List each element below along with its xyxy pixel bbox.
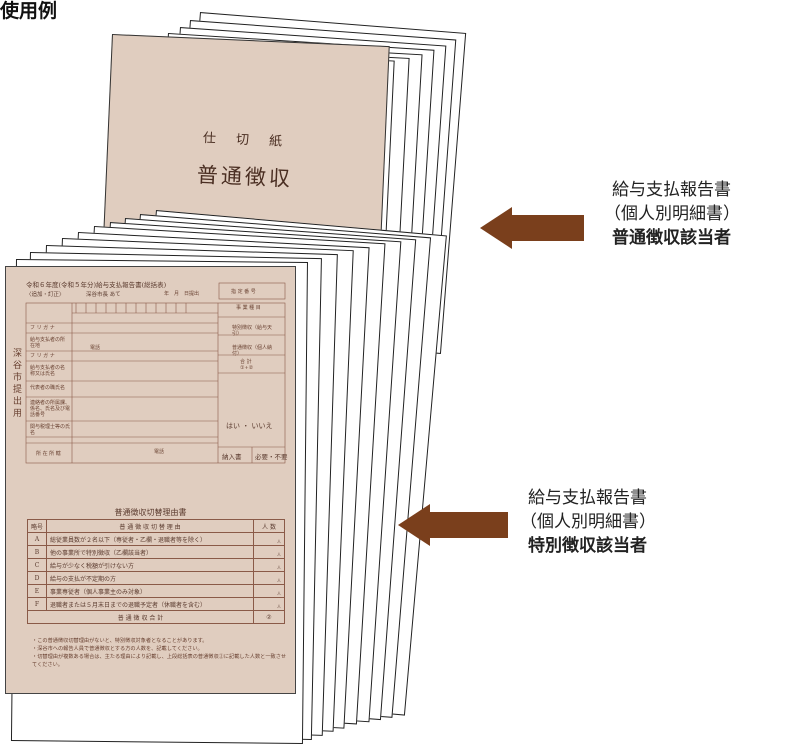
row-reason: 他の事業所で特別徴収（乙欄該当者） — [46, 545, 254, 559]
form-notes: ・この普通徴収切替理由がないと、特別徴収対象者となることがあります。 ・深谷市へ… — [32, 637, 287, 669]
summary-report-form: 令和６年度(令和５年分)給与支払報告書(総括表) 〈追加・訂正〉 深谷市長 あて… — [5, 266, 296, 694]
row-unit: 人 — [253, 545, 285, 559]
table-row: B 他の事業所で特別徴収（乙欄該当者） 人 — [27, 545, 285, 559]
row-code: E — [27, 584, 47, 598]
special-collection-callout: 給与支払報告書 （個人別明細書） 特別徴収該当者 — [520, 486, 656, 558]
row-unit: 人 — [253, 584, 285, 598]
row-unit: 人 — [253, 571, 285, 585]
row-reason: 給与が少なく税額が引けない方 — [46, 558, 254, 572]
header-code: 略号 — [27, 519, 47, 533]
reason-total-row: 普 通 徴 収 合 計 ② — [27, 610, 285, 624]
tax-payment-slip-label: 納入書 — [222, 453, 242, 461]
header-count: 人 数 — [253, 519, 285, 533]
form-title: 令和６年度(令和５年分)給与支払報告書(総括表) — [26, 281, 167, 289]
ordinary-collection-label: 普通徴収（個人納付） — [232, 345, 273, 357]
need-label: 必要・不要 — [255, 453, 288, 461]
callout-line-3: 特別徴収該当者 — [528, 536, 647, 556]
yes-no-answer: はい ・ いいえ — [226, 422, 273, 430]
phone-label-2: 電話 — [154, 449, 165, 455]
payer-address-label: 給与支払者の所在地 — [30, 337, 66, 349]
row-code: D — [27, 571, 47, 585]
table-row: D 給与の支払が不定期の方 人 — [27, 571, 285, 585]
row-unit: 人 — [253, 532, 285, 546]
reason-table: 略号 普 通 徴 収 切 替 理 由 人 数 A 総従業員数が２名以下（専従者・… — [27, 519, 285, 624]
row-unit: 人 — [253, 597, 285, 611]
callout-line-1: 給与支払報告書 — [612, 180, 731, 200]
note-line: ・この普通徴収切替理由がないと、特別徴収対象者となることがあります。 — [32, 638, 208, 644]
phone-label-1: 電話 — [90, 345, 101, 351]
row-unit: 人 — [253, 558, 285, 572]
contact-label: 連絡者の所属課、係名、氏名及び電話番号 — [30, 400, 71, 418]
table-row: A 総従業員数が２名以下（専従者・乙欄・退職者等を除く） 人 — [27, 532, 285, 546]
business-type-label: 事 業 種 目 — [236, 305, 261, 311]
callout-line-3: 普通徴収該当者 — [612, 228, 731, 248]
special-collection-label: 特別徴収（給与天引） — [232, 325, 273, 337]
ordinary-collection-callout: 給与支払報告書 （個人別明細書） 普通徴収該当者 — [604, 178, 740, 250]
header-reason: 普 通 徴 収 切 替 理 由 — [46, 519, 254, 533]
form-subtitle: 〈追加・訂正〉 — [26, 292, 65, 298]
row-reason: 給与の支払が不定期の方 — [46, 571, 254, 585]
form-grid-lines — [25, 282, 286, 464]
payer-name-label: 給与支払者の名称又は氏名 — [30, 365, 66, 377]
callout-line-2: （個人別明細書） — [604, 204, 740, 224]
divider-title: 普通徴収 — [196, 162, 294, 192]
note-line: ・切替理由が複数ある場合は、主たる理由により記載し、上段総括表の普通徴収②に記載… — [32, 654, 287, 668]
total-label: 合 計 — [240, 359, 252, 365]
row-reason: 総従業員数が２名以下（専従者・乙欄・退職者等を除く） — [46, 532, 254, 546]
divider-label: 仕 切 紙 — [202, 131, 291, 150]
representative-label: 代表者の職氏名 — [30, 385, 66, 391]
callout-line-2: （個人別明細書） — [520, 512, 656, 532]
accountant-label: 関与税理士等の氏名 — [30, 424, 71, 436]
reason-table-title: 普通徴収切替理由書 — [114, 508, 187, 517]
city-submission-label: 深谷市提出用 — [13, 349, 23, 419]
row-code: A — [27, 532, 47, 546]
furigana-label-2: フ リ ガ ナ — [30, 353, 55, 359]
total-formula: ①+② — [240, 365, 254, 371]
usage-example-heading: 使用例 — [0, 0, 58, 22]
reason-total-label: 普 通 徴 収 合 計 — [27, 610, 254, 624]
location-label: 所 在 所 轄 — [36, 451, 61, 457]
furigana-label-1: フ リ ガ ナ — [30, 325, 55, 331]
table-row: C 給与が少なく税額が引けない方 人 — [27, 558, 285, 572]
row-code: C — [27, 558, 47, 572]
form-addressee: 深谷市長 あて — [86, 292, 121, 298]
table-row: F 退職者または５月末日までの退職予定者（休職者を含む） 人 — [27, 597, 285, 611]
row-reason: 事業専従者（個人事業主のみ対象） — [46, 584, 254, 598]
note-line: ・深谷市への報告人員で普通徴収とする方の人数を、記載してください。 — [32, 646, 203, 652]
callout-line-1: 給与支払報告書 — [528, 488, 647, 508]
row-reason: 退職者または５月末日までの退職予定者（休職者を含む） — [46, 597, 254, 611]
row-code: B — [27, 545, 47, 559]
table-row: E 事業専従者（個人事業主のみ対象） 人 — [27, 584, 285, 598]
reason-total-marker: ② — [253, 610, 285, 624]
designation-number-label: 指 定 番 号 — [231, 289, 256, 295]
form-date-suffix: 年 月 日提出 — [164, 291, 200, 297]
reason-table-header: 略号 普 通 徴 収 切 替 理 由 人 数 — [27, 519, 285, 533]
row-code: F — [27, 597, 47, 611]
